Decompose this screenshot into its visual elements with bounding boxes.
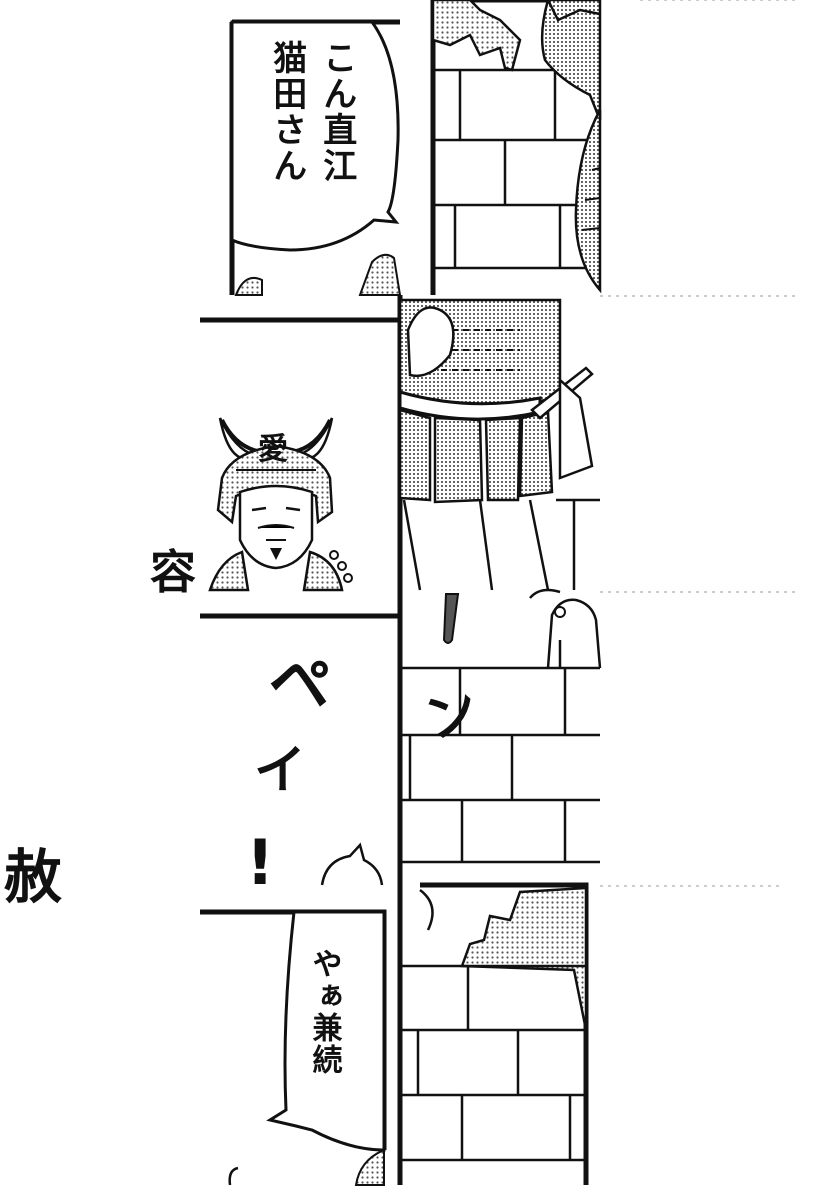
strip-2 — [200, 295, 600, 592]
armor-skirt — [398, 408, 554, 504]
panel-4-dialogue: やぁ兼続 — [306, 948, 342, 1076]
hakama-legs — [402, 499, 550, 591]
stone-wall-3 — [400, 964, 586, 1162]
panel-1-dialogue-line-2: 猫田さん — [266, 40, 307, 184]
strip-3 — [200, 588, 602, 886]
helmet-fragment-icon — [358, 253, 402, 296]
panel-4-speech-balloon — [266, 910, 386, 1152]
side-text: 赦 — [4, 843, 63, 911]
cat-head-icon — [320, 842, 384, 886]
panel-3-border — [200, 590, 403, 885]
panel-3-sfx-1: ペ — [264, 641, 337, 723]
crumbled-plaster-2 — [460, 886, 588, 1031]
panel-3-sfx-4: ! — [246, 826, 275, 899]
panel-1-right-border — [430, 0, 600, 295]
panel-3-sfx-2: イ — [254, 741, 307, 801]
helmet-crest-kanji: 愛 — [258, 432, 288, 467]
strip-4 — [200, 882, 589, 1186]
crumbled-plaster — [431, 0, 522, 72]
strip-1 — [229, 0, 602, 296]
armor-shoulders — [208, 550, 344, 592]
samurai-arm — [540, 0, 602, 121]
panel-1-dialogue-line-1: こん直江 — [316, 40, 357, 184]
panel-4-right-frame — [420, 882, 589, 1185]
samurai-portrait — [208, 417, 353, 592]
stone-wall-2 — [400, 666, 600, 864]
stone-wall — [433, 68, 600, 270]
panel-2-caption: 容 — [150, 545, 196, 599]
katana-scabbard — [442, 593, 460, 644]
panel-1-speech-balloon — [230, 20, 400, 252]
raised-hand — [406, 306, 455, 378]
